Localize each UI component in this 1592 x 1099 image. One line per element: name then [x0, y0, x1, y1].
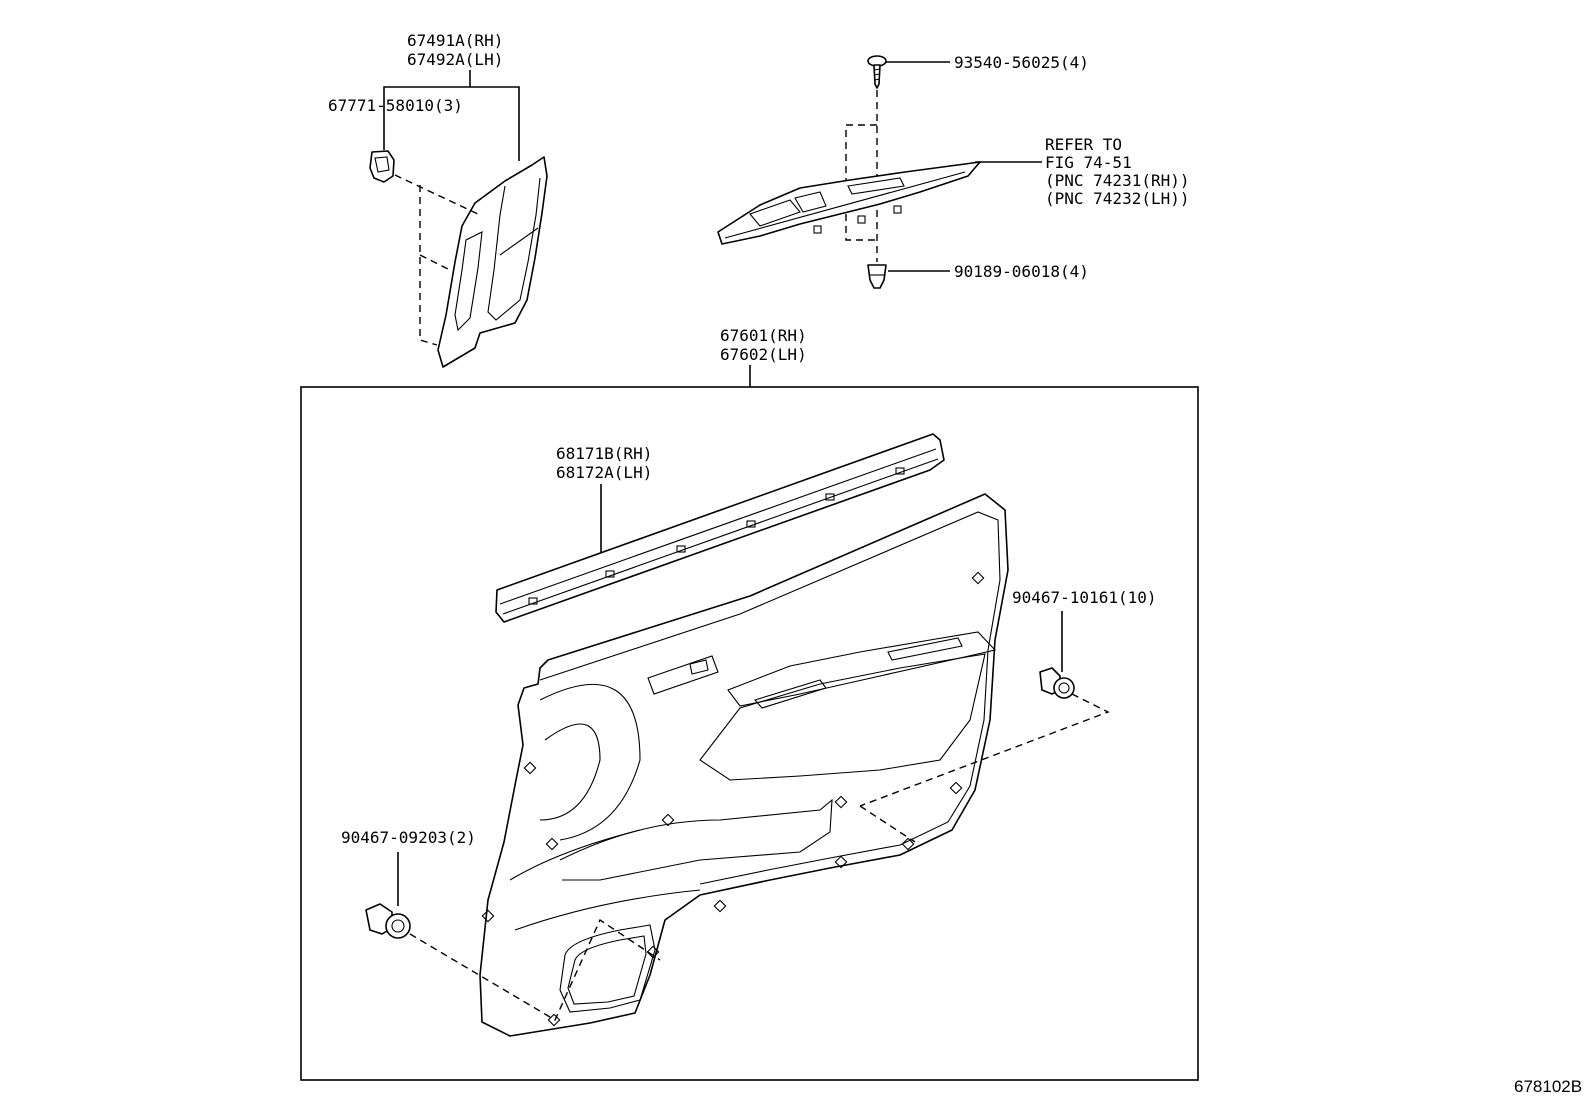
- label-screw: 93540-56025(4): [954, 53, 1089, 72]
- trim-board-group: 67601(RH) 67602(LH) 68171B(RH) 68172A(LH…: [300, 326, 1199, 1081]
- label-garnish-lh: 67492A(LH): [407, 50, 503, 69]
- label-clip-right: 90467-10161(10): [1012, 588, 1157, 607]
- screw-93540-icon: [867, 55, 887, 89]
- clip-90467-10161-icon: [1039, 667, 1075, 699]
- weatherstrip-icon: [495, 433, 945, 623]
- nut-90189-icon: [867, 264, 887, 289]
- label-refer-2: FIG 74-51: [1045, 153, 1132, 172]
- label-weatherstrip-lh: 68172A(LH): [556, 463, 652, 482]
- clip-90467-09203-icon: [365, 903, 411, 939]
- label-trim-rh: 67601(RH): [720, 326, 807, 345]
- clip-67771-icon: [369, 150, 395, 183]
- label-refer-4: (PNC 74232(LH)): [1045, 189, 1190, 208]
- door-trim-panel-icon: [479, 493, 1009, 1037]
- figure-code: 678102B: [1514, 1077, 1582, 1096]
- label-garnish-rh: 67491A(RH): [407, 31, 503, 50]
- label-weatherstrip-rh: 68171B(RH): [556, 444, 652, 463]
- garnish-panel-icon: [437, 156, 548, 368]
- label-refer-3: (PNC 74231(RH)): [1045, 171, 1190, 190]
- label-clip-left: 90467-09203(2): [341, 828, 476, 847]
- trim-board-frame: [300, 386, 1199, 1081]
- label-nut: 90189-06018(4): [954, 262, 1089, 281]
- switch-base-group: 93540-56025(4) REFER TO FIG 74-51 (PNC 7…: [717, 53, 1190, 289]
- power-window-switch-base-icon: [717, 161, 981, 245]
- garnish-panel-group: 67491A(RH) 67492A(LH) 67771-58010(3): [328, 31, 548, 368]
- label-refer-1: REFER TO: [1045, 135, 1122, 154]
- label-trim-lh: 67602(LH): [720, 345, 807, 364]
- label-clip-upper: 67771-58010(3): [328, 96, 463, 115]
